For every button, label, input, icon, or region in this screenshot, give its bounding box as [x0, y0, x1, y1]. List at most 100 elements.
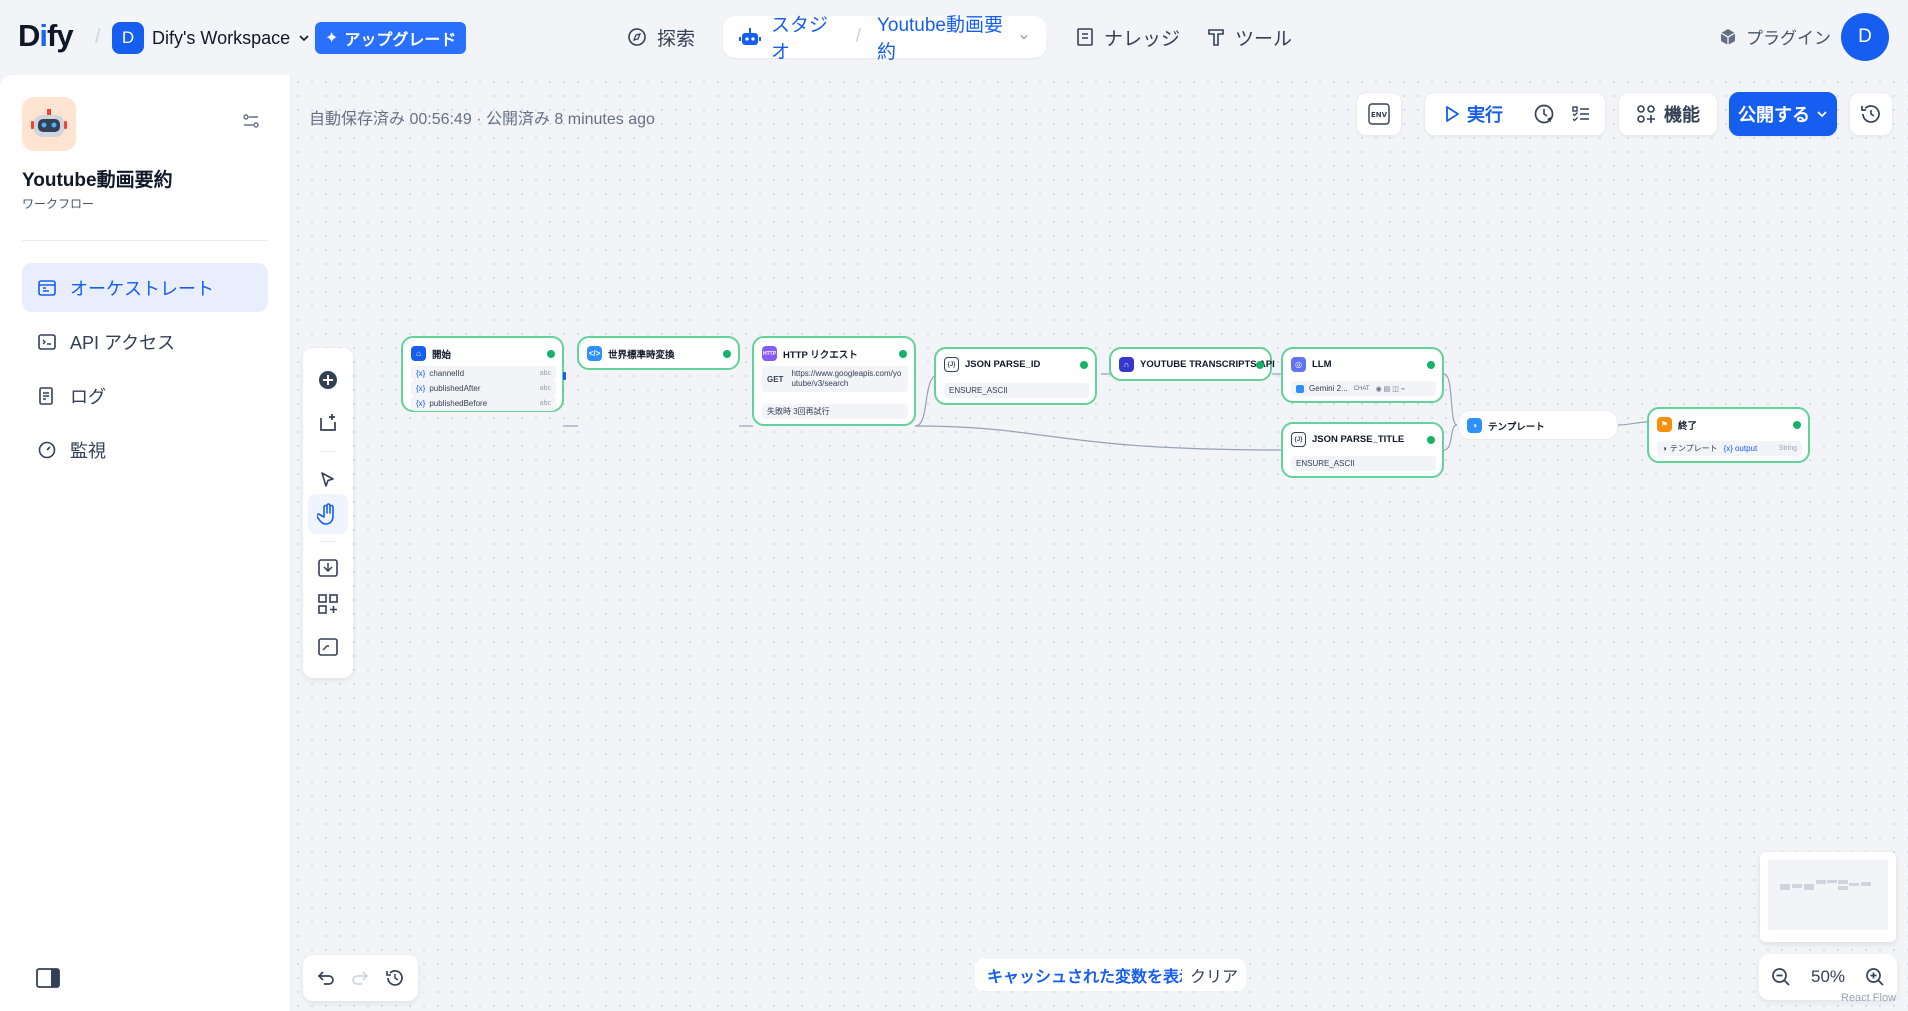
- hand-icon[interactable]: [308, 494, 348, 534]
- run-history-icon[interactable]: [1533, 103, 1555, 125]
- node-utc-convert[interactable]: </>世界標準時変換: [577, 336, 740, 370]
- http-retry-row: 失敗時 3回再試行: [762, 404, 908, 419]
- terminal-icon: [38, 333, 56, 351]
- env-button[interactable]: ENV: [1356, 92, 1402, 136]
- sidebar-toggle-icon[interactable]: [36, 968, 60, 988]
- sidebar-item-monitoring[interactable]: 監視: [22, 425, 268, 474]
- workflow-edges: [563, 373, 1649, 451]
- success-status-icon: [1427, 436, 1435, 444]
- minimap[interactable]: [1760, 852, 1896, 942]
- node-youtube-transcripts[interactable]: ∩YOUTUBE TRANSCRIPTS API: [1109, 347, 1275, 381]
- code-icon: </>: [587, 346, 602, 361]
- react-flow-attribution[interactable]: React Flow: [1841, 992, 1897, 1004]
- nav-knowledge[interactable]: ナレッジ: [1076, 16, 1180, 58]
- success-status-icon: [547, 350, 555, 358]
- version-history-button[interactable]: [1849, 92, 1893, 136]
- robot-icon: [739, 27, 761, 47]
- zoom-control: 50%: [1759, 954, 1897, 1000]
- chevron-down-icon[interactable]: [1018, 31, 1030, 43]
- zoom-out-icon[interactable]: [1771, 967, 1791, 987]
- app-settings-icon[interactable]: [241, 111, 261, 131]
- svg-text:ENV: ENV: [1371, 111, 1388, 119]
- top-bar: Dify / D Dify's Workspace ✦アップグレード 探索 スタ…: [0, 0, 1908, 75]
- organize-blocks-icon[interactable]: [308, 584, 348, 624]
- success-status-icon: [1427, 361, 1435, 369]
- change-history-icon[interactable]: [385, 968, 405, 988]
- sidebar-divider: [22, 240, 268, 241]
- undo-icon[interactable]: [316, 968, 336, 988]
- app-robot-icon: [22, 97, 76, 151]
- current-app-name[interactable]: Youtube動画要約: [876, 15, 1003, 63]
- history-icon: [1860, 103, 1882, 125]
- http-icon: HTTP: [762, 346, 777, 361]
- sidebar-item-logs[interactable]: ログ: [22, 371, 268, 420]
- node-end[interactable]: ⚑終了 ◑ テンプレート {x} output String: [1647, 407, 1810, 463]
- env-icon: ENV: [1368, 103, 1390, 125]
- cube-icon: [1718, 27, 1738, 47]
- chevron-down-icon: [1816, 108, 1828, 120]
- hammer-icon: [1207, 27, 1225, 47]
- home-icon: ⌂: [411, 346, 426, 361]
- maximize-canvas-icon[interactable]: [308, 627, 348, 667]
- workflow-canvas[interactable]: 自動保存済み 00:56:49 · 公開済み 8 minutes ago ENV…: [291, 75, 1908, 1011]
- checklist-icon[interactable]: [1571, 104, 1591, 124]
- zoom-in-icon[interactable]: [1865, 967, 1885, 987]
- run-toolbar: 実行: [1424, 92, 1606, 136]
- sparkle-icon: ✦: [325, 30, 339, 47]
- node-llm[interactable]: ◎LLM Gemini 2... CHAT ◉ ▤ ◫ ⌁: [1281, 347, 1444, 403]
- end-output-row: ◑ テンプレート {x} output String: [1657, 441, 1802, 456]
- node-template[interactable]: ◑テンプレート: [1458, 410, 1618, 440]
- workspace-switcher[interactable]: D Dify's Workspace: [112, 22, 310, 54]
- add-node-icon[interactable]: [308, 360, 348, 400]
- undo-redo-bar: [303, 955, 418, 1001]
- plugins-button[interactable]: プラグイン: [1718, 24, 1831, 49]
- node-json-parse-id[interactable]: {J}JSON PARSE_ID ENSURE_ASCII: [934, 347, 1097, 405]
- workspace-name: Dify's Workspace: [152, 27, 291, 48]
- sidebar-item-api-access[interactable]: API アクセス: [22, 317, 268, 366]
- sidebar-item-orchestrate[interactable]: オーケストレート: [22, 263, 268, 312]
- features-button[interactable]: 機能: [1618, 92, 1718, 136]
- model-capability-icons: ◉ ▤ ◫ ⌁: [1375, 385, 1405, 393]
- upgrade-button[interactable]: ✦アップグレード: [315, 22, 467, 54]
- nav-studio[interactable]: スタジオ / Youtube動画要約: [723, 15, 1046, 63]
- zoom-level[interactable]: 50%: [1810, 967, 1846, 986]
- json-icon: {J}: [944, 357, 959, 372]
- node-json-parse-title[interactable]: {J}JSON PARSE_TITLE ENSURE_ASCII: [1281, 422, 1444, 478]
- llm-model-row: Gemini 2... CHAT ◉ ▤ ◫ ⌁: [1291, 381, 1436, 396]
- json-icon: {J}: [1291, 432, 1306, 447]
- node-handle[interactable]: [563, 372, 566, 380]
- export-image-icon[interactable]: [308, 548, 348, 588]
- app-title: Youtube動画要約: [22, 170, 173, 191]
- run-button[interactable]: 実行: [1425, 101, 1525, 127]
- add-note-icon[interactable]: [308, 403, 348, 443]
- llm-icon: ◎: [1291, 357, 1306, 372]
- chevron-down-icon: [298, 32, 310, 44]
- canvas-tool-palette: [303, 348, 353, 678]
- dify-logo[interactable]: Dify: [18, 18, 74, 53]
- template-dot-icon: ◑: [1662, 444, 1667, 453]
- success-status-icon: [723, 350, 731, 358]
- redo-icon[interactable]: [350, 968, 370, 988]
- divider-slash: /: [95, 26, 101, 48]
- play-icon: [1445, 106, 1459, 122]
- pointer-icon[interactable]: [308, 460, 348, 500]
- clear-cache-button[interactable]: クリア: [1182, 959, 1247, 991]
- edge-llm-template: [1443, 373, 1458, 426]
- nav-explore[interactable]: 探索: [627, 16, 695, 58]
- user-avatar[interactable]: D: [1841, 13, 1889, 61]
- success-status-icon: [899, 350, 907, 358]
- success-status-icon: [1256, 361, 1264, 369]
- gauge-icon: [38, 441, 56, 459]
- nav-tools[interactable]: ツール: [1207, 16, 1292, 58]
- publish-button[interactable]: 公開する: [1729, 92, 1837, 136]
- show-cached-variables-button[interactable]: キャッシュされた変数を表示: [975, 959, 1208, 991]
- template-icon: ◑: [1467, 418, 1482, 433]
- book-icon: [1076, 27, 1094, 47]
- features-icon: [1636, 104, 1656, 124]
